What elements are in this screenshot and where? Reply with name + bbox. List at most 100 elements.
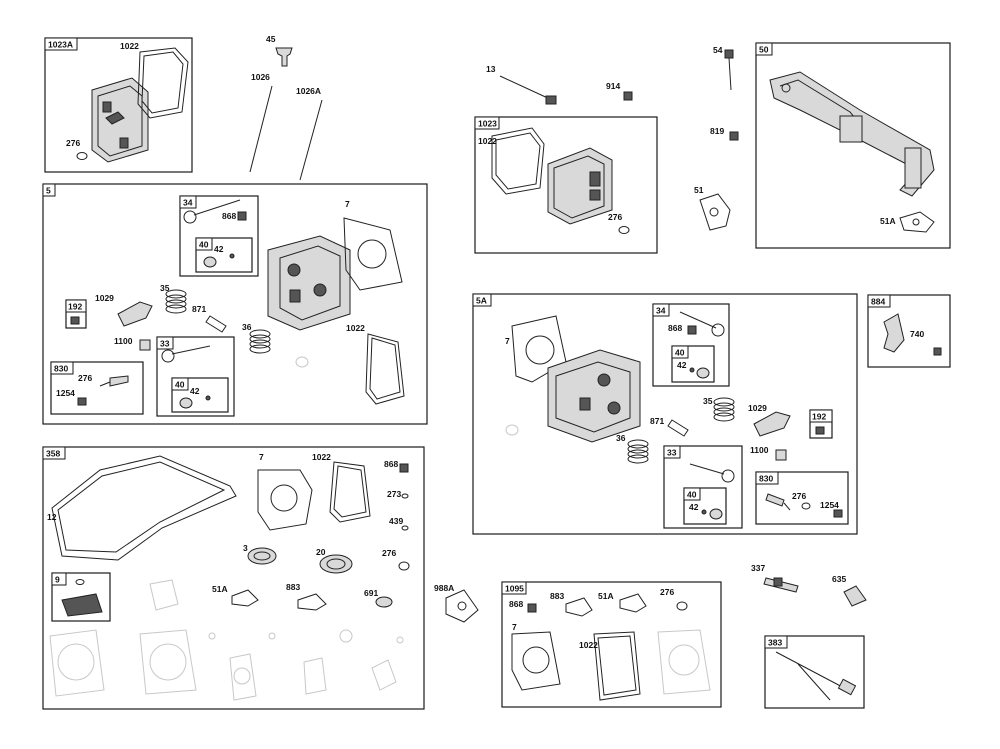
callout-1029: 1029 [95,293,114,303]
head-gasket-1095-part[interactable] [511,631,561,691]
group-tag-40: 40 [199,240,209,250]
callout-1026A: 1026A [296,86,321,96]
callout-1254: 1254 [56,388,75,398]
gasket-1023-part[interactable] [491,127,545,195]
callout-42-b: 42 [190,386,200,396]
callout-1022-d: 1022 [312,452,331,462]
group-1023[interactable]: 1023 1022 276 [474,116,658,254]
group-tag-1095: 1095 [505,584,524,594]
oil-seal-3-part[interactable] [247,547,277,565]
callout-276-f: 276 [660,587,674,597]
callout-691: 691 [364,588,378,598]
group-tag-830-b: 830 [759,474,773,484]
crankcase-gasket-part[interactable] [51,455,237,561]
valve-cover-1023-part[interactable] [547,147,613,225]
callout-51: 51 [694,185,704,195]
intake-manifold-part[interactable] [769,71,935,197]
group-tag-34: 34 [183,198,193,208]
gasket-988A[interactable]: 988A [434,583,479,623]
group-50[interactable]: 50 51A [755,42,951,249]
group-tag-5: 5 [46,186,51,196]
callout-871-b: 871 [650,416,664,426]
callout-276-c: 276 [608,212,622,222]
valve-spring-5a-part[interactable] [713,397,735,422]
group-1095[interactable]: 1095 868 883 51A 276 7 1022 [501,581,722,708]
callout-7-b: 7 [505,336,510,346]
callout-54: 54 [713,45,723,55]
group-884[interactable]: 884 740 [867,294,951,368]
callout-988A: 988A [434,583,454,593]
cover-gasket-part[interactable] [365,333,405,405]
callout-36-b: 36 [616,433,626,443]
callout-42: 42 [214,244,224,254]
callout-273: 273 [387,489,401,499]
callout-7-c: 7 [259,452,264,462]
group-358[interactable]: 358 12 7 1022 868 273 439 3 [42,446,425,710]
group-tag-1023: 1023 [478,119,497,129]
callout-1100-b: 1100 [750,445,769,455]
cover-gasket-358-part[interactable] [329,461,371,523]
callout-1254-b: 1254 [820,500,839,510]
callout-45: 45 [266,34,276,44]
head-gasket-358-part[interactable] [257,469,313,531]
group-tag-34-b: 34 [656,306,666,316]
callout-635: 635 [832,574,846,584]
valve-spring-36-5a-part[interactable] [627,439,649,464]
loose-parts-top-middle[interactable]: 13 914 [486,64,633,105]
group-tag-884: 884 [871,297,885,307]
callout-51A: 51A [880,216,896,226]
callout-7: 7 [345,199,350,209]
cover-gasket-1095-part[interactable] [593,631,641,701]
callout-868-c: 868 [384,459,398,469]
group-tag-1023A: 1023A [48,40,73,50]
callout-276-d: 276 [792,491,806,501]
head-gasket-part[interactable] [343,217,403,291]
callout-20: 20 [316,547,326,557]
pin-part[interactable] [205,315,227,333]
group-tag-192: 192 [68,302,82,312]
group-1023A[interactable]: 1023A 1022 276 [44,37,193,173]
callout-883-b: 883 [550,591,564,601]
callout-276: 276 [66,138,80,148]
callout-42-d: 42 [689,502,699,512]
group-5A[interactable]: 5A 7 34 868 40 42 [472,293,858,535]
callout-276-b: 276 [78,373,92,383]
washer-part[interactable] [76,152,88,160]
group-5[interactable]: 5 34 868 40 42 7 [42,183,428,425]
callout-35: 35 [160,283,170,293]
callout-1029-b: 1029 [748,403,767,413]
valve-cover-part[interactable] [91,77,149,163]
cylinder-head-part[interactable] [267,235,351,331]
loose-parts-right[interactable]: 54 819 51 [694,45,739,231]
group-tag-40-c: 40 [675,348,685,358]
valve-spring-36-part[interactable] [249,329,271,354]
rocker-arm-part[interactable] [117,301,153,327]
group-tag-50: 50 [759,45,769,55]
cylinder-head-5a-part[interactable] [547,349,641,443]
callout-12: 12 [47,512,57,522]
callout-1022-b: 1022 [346,323,365,333]
callout-51A-c: 51A [598,591,614,601]
group-tag-33-b: 33 [667,448,677,458]
callout-1026: 1026 [251,72,270,82]
group-tag-40-b: 40 [175,380,185,390]
spark-plug-parts[interactable]: 337 635 [751,563,867,607]
group-383[interactable]: 383 [764,635,865,709]
callout-7-d: 7 [512,622,517,632]
group-tag-192-b: 192 [812,412,826,422]
callout-439: 439 [389,516,403,526]
gasket-part[interactable] [137,47,189,119]
pushrod-parts[interactable]: 45 1026 1026A [249,34,323,181]
callout-868: 868 [222,211,236,221]
group-tag-9: 9 [55,575,60,585]
callout-42-c: 42 [677,360,687,370]
callout-51A-b: 51A [212,584,228,594]
group-tag-383: 383 [768,638,782,648]
callout-1100: 1100 [114,336,133,346]
valve-spring-part[interactable] [165,289,187,314]
callout-1022: 1022 [120,41,139,51]
callout-819: 819 [710,126,724,136]
oil-seal-20-part[interactable] [319,554,353,574]
callout-1022-c: 1022 [478,136,497,146]
